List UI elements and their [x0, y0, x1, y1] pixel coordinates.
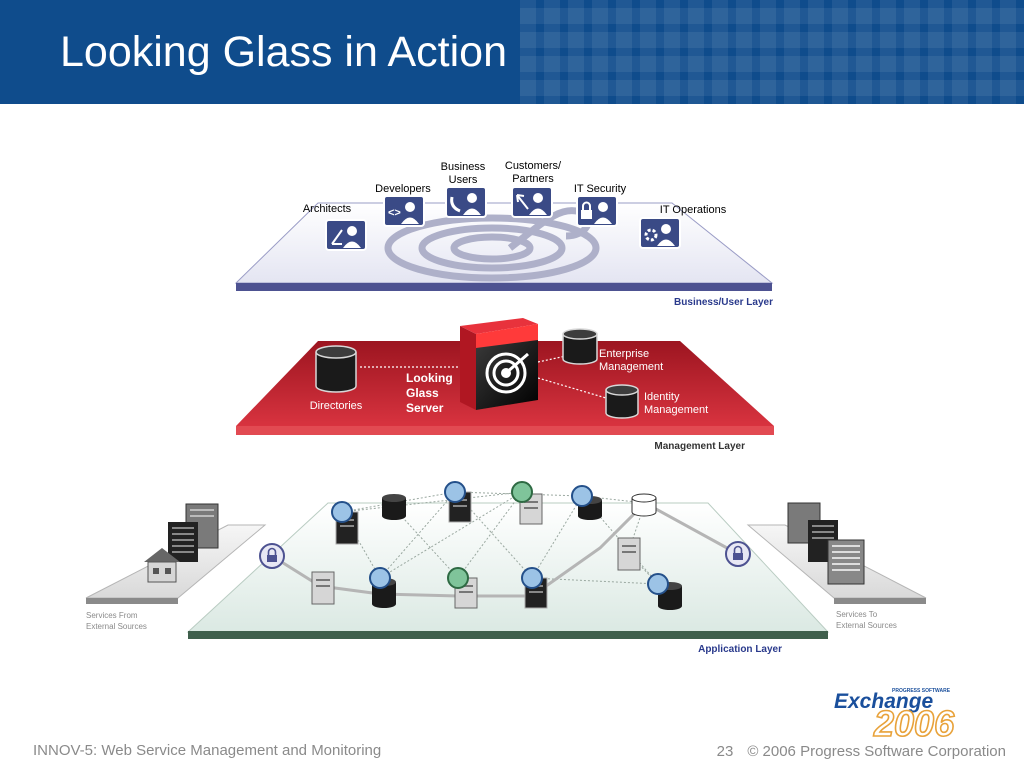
header-pattern: [520, 0, 1024, 104]
application-layer-plane: [186, 502, 830, 633]
business-users-icon: [445, 186, 487, 218]
application-layer-edge: [188, 631, 828, 639]
it-security-icon: [576, 195, 618, 227]
database-icon: [631, 493, 657, 517]
directories-database-icon: [315, 345, 357, 393]
application-layer-label: Application Layer: [698, 644, 782, 655]
title-bar: Looking Glass in Action: [0, 0, 1024, 104]
management-layer-edge: [236, 426, 774, 435]
it-security-label: IT Security: [574, 183, 627, 195]
house-icon: [144, 548, 180, 583]
policy-agent-icon: [447, 481, 533, 589]
logo-brand: PROGRESS SOFTWARE: [892, 688, 951, 694]
logo-name: Exchange: [834, 690, 934, 713]
developers-icon: <>: [383, 195, 425, 227]
target-spiral: [384, 207, 600, 282]
security-gateway-lock-icon: [725, 541, 751, 567]
it-operations-label: IT Operations: [660, 204, 727, 216]
monitor-agent-icon: [331, 481, 669, 595]
server-icon: [311, 571, 335, 605]
enterprise-management-database-icon: [562, 328, 598, 365]
management-layer-label: Management Layer: [654, 441, 745, 452]
customers-partners-label: Customers/Partners: [505, 160, 562, 185]
office-building-icon: [168, 503, 219, 562]
svg-text:<>: <>: [388, 207, 401, 219]
architecture-diagram: Business/User Layer <>: [85, 160, 927, 655]
database-icon: [382, 494, 406, 520]
office-building-icon: [787, 502, 865, 585]
footer-info: 23 © 2006 Progress Software Corporation: [717, 743, 1006, 760]
security-gateway-lock-icon: [259, 543, 285, 569]
page-number: 23: [716, 743, 734, 760]
business-layer-edge: [236, 283, 772, 291]
logo-year: 2006: [873, 703, 955, 740]
exchange-2006-logo: PROGRESS SOFTWARE Exchange 2006: [834, 688, 956, 740]
architects-label: Architects: [303, 203, 352, 215]
business-layer: Business/User Layer <>: [234, 160, 774, 308]
application-layer: Application Layer: [186, 481, 830, 655]
management-connectors: [360, 355, 607, 399]
looking-glass-server-icon: [460, 318, 538, 410]
footer-session-title: INNOV-5: Web Service Management and Moni…: [33, 742, 382, 759]
server-icon: [617, 537, 641, 571]
slide-title: Looking Glass in Action: [60, 28, 507, 76]
business-layer-label: Business/User Layer: [674, 297, 773, 308]
architects-icon: [325, 219, 367, 251]
it-operations-icon: [639, 217, 681, 249]
copyright-text: © 2006 Progress Software Corporation: [747, 743, 1006, 760]
customers-partners-icon: [511, 186, 553, 218]
directories-label: Directories: [310, 400, 363, 412]
developers-label: Developers: [375, 183, 431, 195]
identity-management-database-icon: [605, 384, 639, 419]
